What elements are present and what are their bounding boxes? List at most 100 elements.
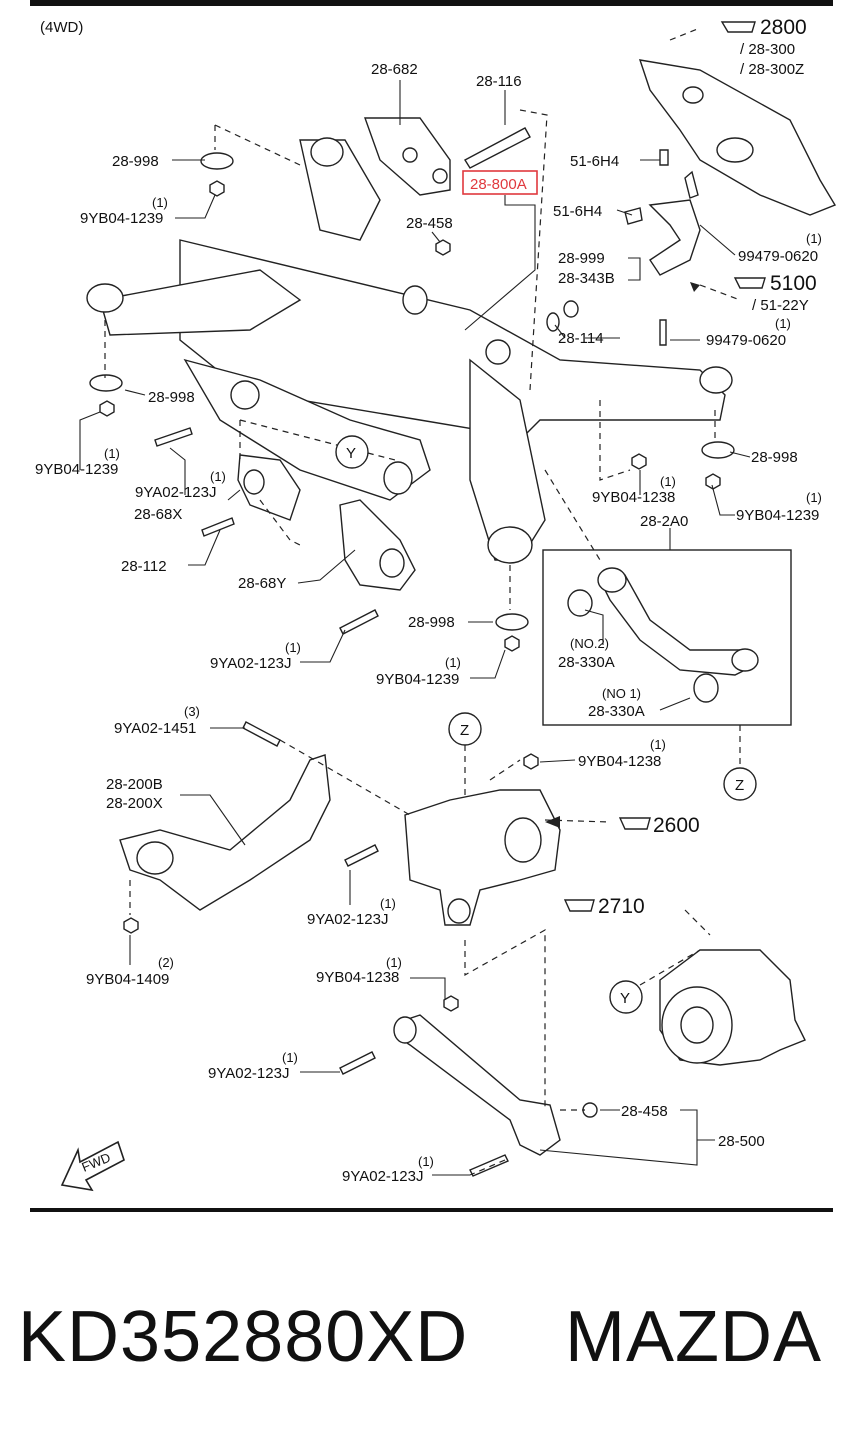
label-28-330a: 28-330A xyxy=(558,654,615,671)
washers xyxy=(89,152,735,1118)
upper-arm-2800 xyxy=(638,59,837,216)
assembly-lines xyxy=(104,27,741,1176)
hand-icon-5100 xyxy=(733,277,766,289)
sensor-bracket-5100 xyxy=(648,199,701,276)
label-28-998: 28-998 xyxy=(408,614,455,631)
svg-text:Y: Y xyxy=(346,445,356,462)
label-99479-0620: 99479-0620 xyxy=(706,332,786,349)
svg-text:(2): (2) xyxy=(158,955,174,970)
label-51-22y: / 51-22Y xyxy=(752,297,809,314)
svg-text:(1): (1) xyxy=(386,955,402,970)
label-9ya02-123j: 9YA02-123J xyxy=(342,1168,423,1185)
label-28-682: 28-682 xyxy=(371,61,418,78)
label-5100: 5100 xyxy=(770,272,817,295)
svg-text:(1): (1) xyxy=(650,737,666,752)
label-28-114: 28-114 xyxy=(558,330,604,347)
highlight-label: 28-800A xyxy=(470,176,527,193)
label-28-200b: 28-200B xyxy=(106,776,163,793)
svg-text:(1): (1) xyxy=(285,640,301,655)
svg-text:(NO 1): (NO 1) xyxy=(602,686,641,701)
brand-name: MAZDA xyxy=(565,1297,822,1377)
label-28-500: 28-500 xyxy=(718,1133,765,1150)
callout-y-lower: Y xyxy=(609,980,643,1014)
callout-y-upper: Y xyxy=(335,435,369,469)
label-28-68y: 28-68Y xyxy=(238,575,286,592)
trailing-arm-28-200b xyxy=(119,754,331,911)
label-28-999: 28-999 xyxy=(558,250,605,267)
label-9yb04-1239: 9YB04-1239 xyxy=(80,210,163,227)
label-9ya02-123j: 9YA02-123J xyxy=(208,1065,289,1082)
label-9yb04-1239: 9YB04-1239 xyxy=(376,671,459,688)
bracket-28-682 xyxy=(364,117,451,196)
label-51-6h4: 51-6H4 xyxy=(553,203,602,220)
mount-2710 xyxy=(659,949,806,1066)
label-9yb04-1238: 9YB04-1238 xyxy=(578,753,661,770)
label-9yb04-1239: 9YB04-1239 xyxy=(736,507,819,524)
highlight-box xyxy=(462,170,538,195)
svg-text:(1): (1) xyxy=(806,231,822,246)
variant-label: (4WD) xyxy=(40,19,83,36)
label-28-998: 28-998 xyxy=(751,449,798,466)
bolt-28-116 xyxy=(464,127,531,169)
svg-text:Z: Z xyxy=(735,777,744,794)
bottom-rule xyxy=(30,1208,833,1212)
svg-text:(1): (1) xyxy=(210,469,226,484)
label-28-458: 28-458 xyxy=(406,215,453,232)
svg-text:(1): (1) xyxy=(380,896,396,911)
leader-lines xyxy=(79,80,751,1176)
label-99479-0620: 99479-0620 xyxy=(738,248,818,265)
hand-icon-2710 xyxy=(563,899,595,912)
arrow-5100 xyxy=(690,282,700,292)
svg-text:(1): (1) xyxy=(806,490,822,505)
label-28-116: 28-116 xyxy=(476,73,522,90)
label-28-200x: 28-200X xyxy=(106,795,163,812)
svg-text:Y: Y xyxy=(620,990,630,1007)
callout-z-upper: Z xyxy=(448,712,482,746)
svg-text:Z: Z xyxy=(460,722,469,739)
label-28-998: 28-998 xyxy=(112,153,159,170)
knuckle-2600 xyxy=(404,789,561,926)
label-28-998: 28-998 xyxy=(148,389,195,406)
label-28-330a: 28-330A xyxy=(588,703,645,720)
label-2800: 2800 xyxy=(760,16,807,39)
arrow-2600 xyxy=(545,816,560,828)
svg-text:(1): (1) xyxy=(282,1050,298,1065)
svg-text:(1): (1) xyxy=(445,655,461,670)
label-9yb04-1238: 9YB04-1238 xyxy=(316,969,399,986)
label-28-68x: 28-68X xyxy=(134,506,182,523)
label-9ya02-123j: 9YA02-123J xyxy=(307,911,388,928)
lateral-link-28-500 xyxy=(393,1014,561,1156)
fwd-arrow: FWD xyxy=(60,1140,125,1192)
svg-text:(1): (1) xyxy=(418,1154,434,1169)
label-28-300: / 28-300 xyxy=(740,41,795,58)
diff-mount-28-68y xyxy=(339,499,416,591)
diff-mount-28-68x xyxy=(237,454,301,521)
label-9yb04-1409: 9YB04-1409 xyxy=(86,971,169,988)
bolts xyxy=(154,149,699,1177)
label-2710: 2710 xyxy=(598,895,645,918)
rear-crossmember xyxy=(86,137,733,564)
callout-z-right: Z xyxy=(723,767,757,801)
hand-icon-2800 xyxy=(720,21,756,33)
label-9yb04-1239: 9YB04-1239 xyxy=(35,461,118,478)
svg-text:(1): (1) xyxy=(104,446,120,461)
label-51-6h4: 51-6H4 xyxy=(570,153,619,170)
part-labels: 28-682 28-116 28-998 (1) 9YB04-1239 28-4… xyxy=(35,16,822,1185)
svg-text:(NO.2): (NO.2) xyxy=(570,636,609,651)
label-9ya02-123j: 9YA02-123J xyxy=(135,484,216,501)
arm-28-2a0 xyxy=(567,567,759,703)
label-2600: 2600 xyxy=(653,814,700,837)
label-28-300z: / 28-300Z xyxy=(740,61,804,78)
part-number: KD352880XD xyxy=(18,1297,469,1377)
label-9yb04-1238: 9YB04-1238 xyxy=(592,489,675,506)
hand-icon-2600 xyxy=(618,817,651,830)
label-28-112: 28-112 xyxy=(121,558,167,575)
label-28-343b: 28-343B xyxy=(558,270,615,287)
svg-text:(3): (3) xyxy=(184,704,200,719)
label-28-2a0: 28-2A0 xyxy=(640,513,688,530)
label-9ya02-123j: 9YA02-123J xyxy=(210,655,291,672)
ref-arrows xyxy=(545,21,766,912)
label-9ya02-1451: 9YA02-1451 xyxy=(114,720,196,737)
svg-text:(1): (1) xyxy=(660,474,676,489)
